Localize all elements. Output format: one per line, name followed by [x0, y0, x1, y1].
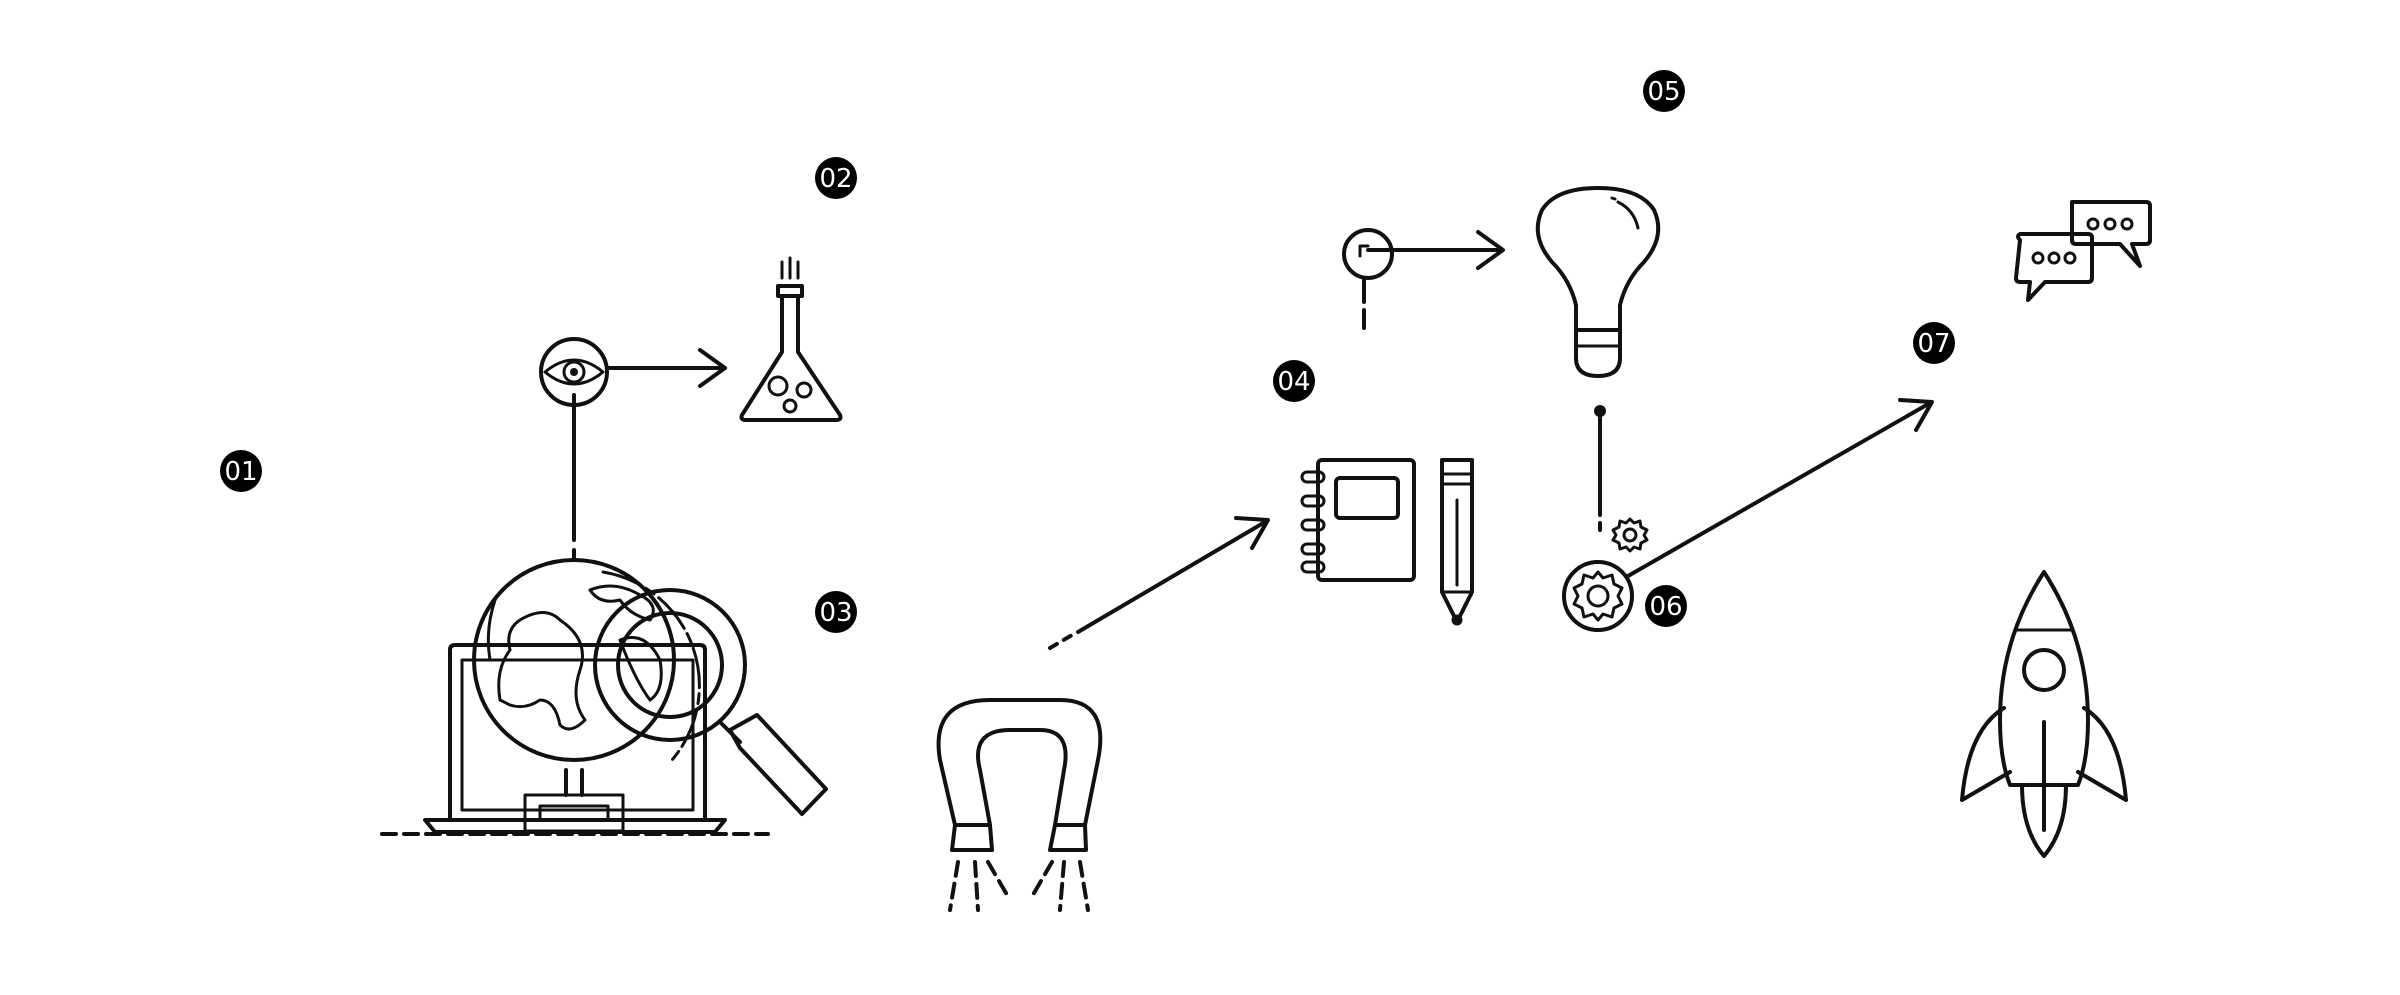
- lightbulb-icon: [1535, 186, 1661, 378]
- svg-text:02: 02: [819, 164, 852, 194]
- arrow-eye-to-flask: [605, 348, 727, 388]
- step-badge-04: 04: [1273, 360, 1315, 402]
- step-badge-07: 07: [1913, 322, 1955, 364]
- eye-icon: [539, 337, 609, 407]
- svg-text:05: 05: [1647, 77, 1680, 107]
- step-badge-06: 06: [1645, 585, 1687, 627]
- target-node-icon: [1342, 228, 1505, 330]
- gears-icon: [1562, 517, 1649, 632]
- flask-icon: [739, 256, 843, 422]
- svg-text:04: 04: [1277, 367, 1310, 397]
- magnet-icon: [936, 698, 1103, 912]
- arrow-magnet-to-notebook: [1048, 516, 1270, 650]
- svg-text:03: 03: [819, 598, 852, 628]
- svg-text:06: 06: [1649, 592, 1682, 622]
- chat-bubbles-icon: [2014, 200, 2152, 302]
- rocket-icon: [1960, 570, 2128, 858]
- globe-laptop-magnifier-icon: [380, 558, 828, 836]
- step-badge-01: 01: [220, 450, 262, 492]
- svg-text:01: 01: [224, 457, 257, 487]
- step-badge-05: 05: [1643, 70, 1685, 112]
- notebook-pencil-icon: [1300, 458, 1474, 626]
- connector-bulb-gear: [1594, 405, 1606, 532]
- step-badge-03: 03: [815, 591, 857, 633]
- arrow-gear-to-chat: [1626, 398, 1934, 578]
- svg-text:07: 07: [1917, 329, 1950, 359]
- step-badge-02: 02: [815, 157, 857, 199]
